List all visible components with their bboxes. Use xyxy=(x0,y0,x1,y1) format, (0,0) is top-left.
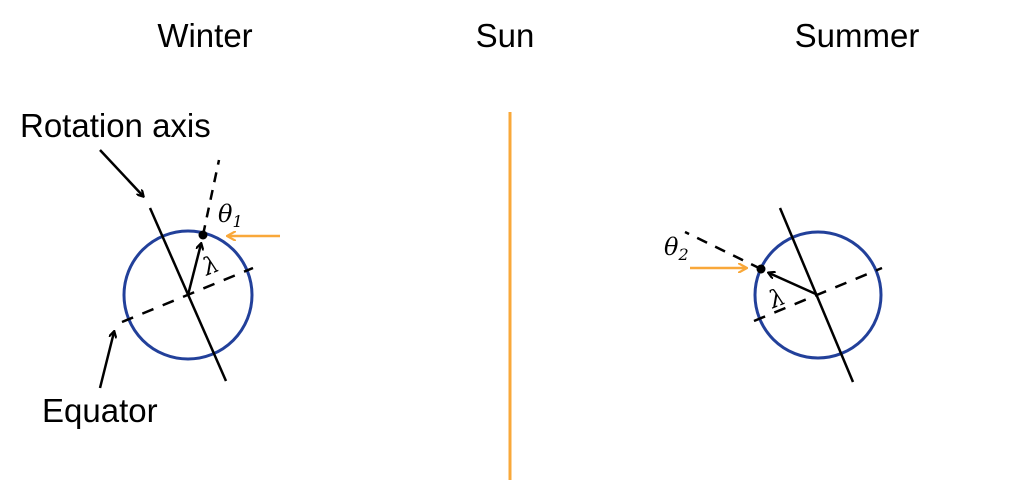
equator-pointer-arrow xyxy=(98,332,114,389)
winter-equator-line xyxy=(121,266,254,324)
sun-title: Sun xyxy=(476,17,535,54)
winter-location-dot xyxy=(198,230,208,240)
rotation-axis-pointer-arrow xyxy=(99,149,143,196)
summer-earth: θ2 λ xyxy=(664,207,883,383)
summer-location-dot xyxy=(756,264,766,274)
equator-label: Equator xyxy=(42,392,158,429)
summer-latitude-arrow xyxy=(769,273,819,297)
winter-earth: Rotation axis Equator θ1 λ xyxy=(20,107,280,429)
summer-normal-dashed xyxy=(684,230,762,271)
theta2-label: θ2 xyxy=(664,233,689,264)
winter-latitude-arrow xyxy=(186,244,201,296)
winter-lambda-label: λ xyxy=(198,250,224,282)
rotation-axis-label: Rotation axis xyxy=(20,107,211,144)
winter-earth-circle xyxy=(122,229,254,361)
summer-title: Summer xyxy=(795,17,920,54)
winter-title: Winter xyxy=(157,17,252,54)
theta1-label: θ1 xyxy=(218,200,243,231)
winter-normal-dashed xyxy=(201,159,221,236)
summer-earth-circle xyxy=(753,230,883,360)
summer-lambda-label: λ xyxy=(764,282,790,314)
